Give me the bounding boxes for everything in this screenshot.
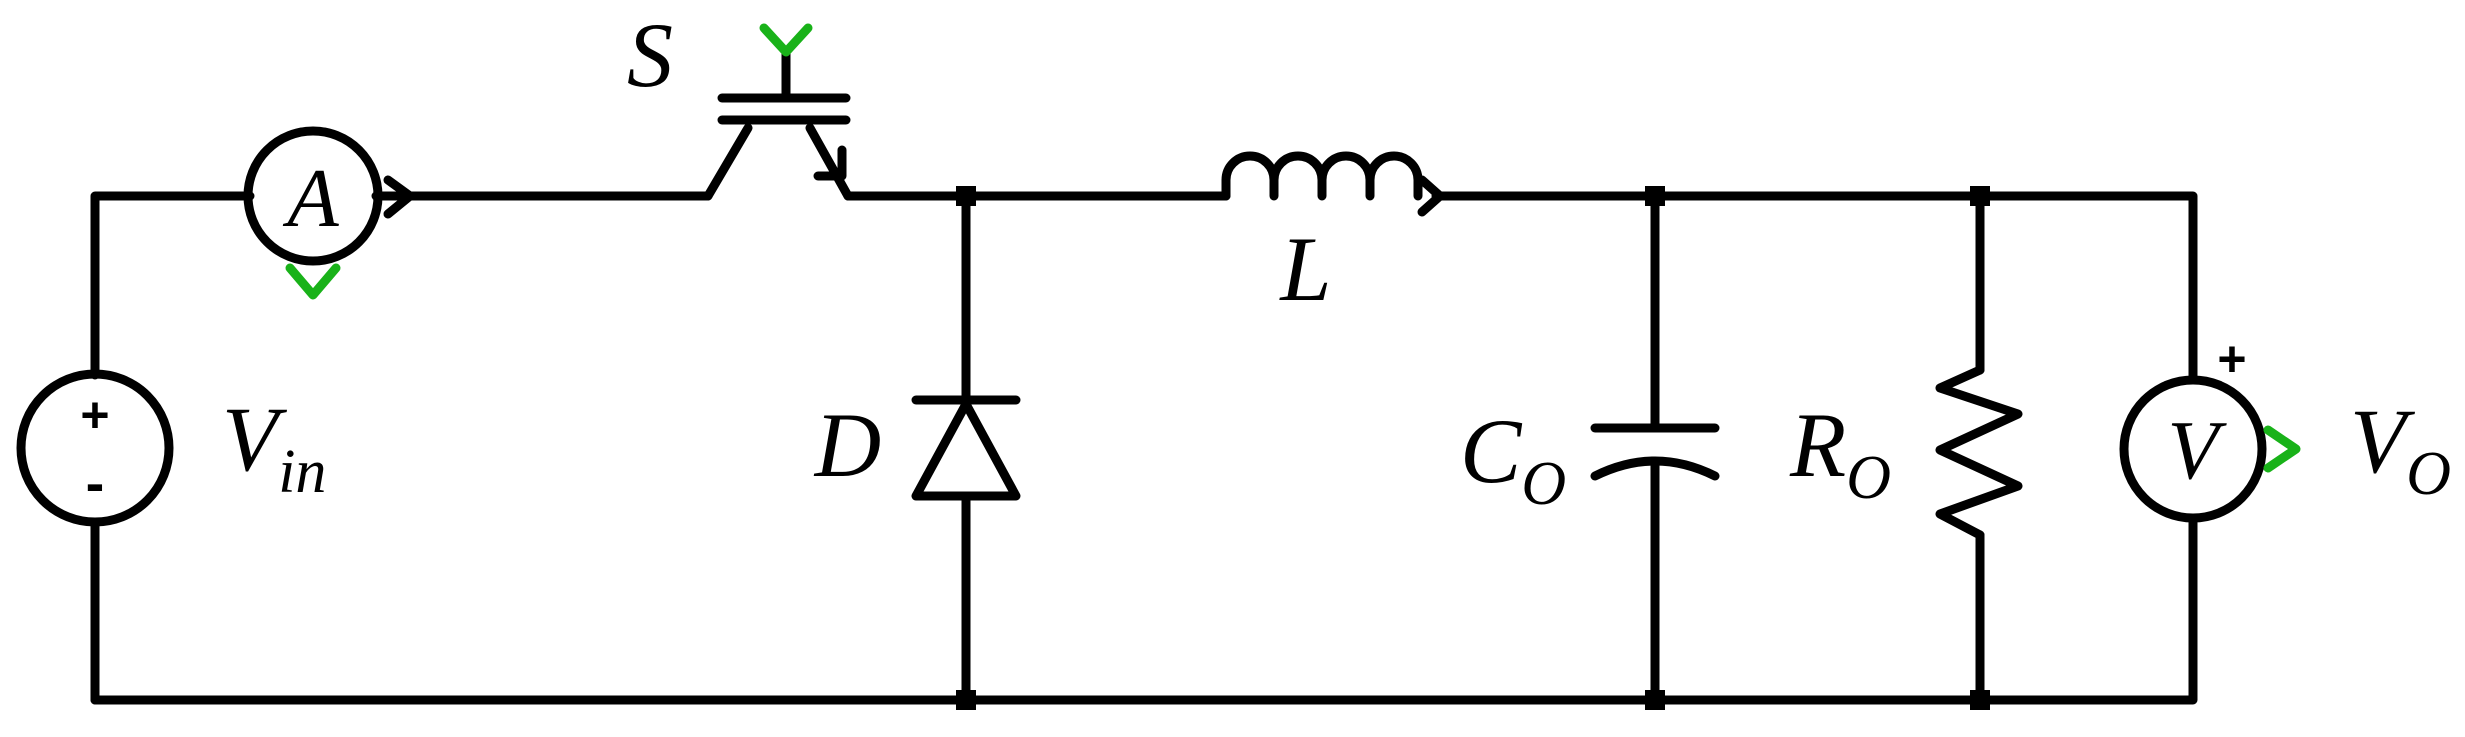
wire-inductor-right [1431,191,2198,385]
input-voltage-source: + - [16,369,174,527]
ammeter-symbol: A [282,152,339,245]
output-voltage-label: VO [2350,390,2451,508]
switch-emitter-arrow [813,145,847,181]
resistor-label-sub: O [1846,444,1891,512]
diode-triangle [911,399,1021,501]
voltmeter-output-flag [2263,425,2301,473]
inductor-current-arrow [1417,175,1445,217]
voltmeter: V + [2119,331,2301,523]
capacitor-label-sub: O [1521,450,1566,518]
switch-gate-flag [759,23,813,57]
junctions [956,186,1990,710]
inductor-coil [1221,151,1423,201]
capacitor-plate-curved [1590,456,1720,481]
source-circle [16,369,174,527]
junction-capacitor-top [1645,186,1665,206]
wire-left-top [90,191,255,380]
diode-d [911,395,1021,501]
junction-capacitor-bottom [1645,690,1665,710]
input-voltage-sub: in [278,438,326,506]
capacitor-label: CO [1460,400,1566,518]
output-voltage-main: V [2350,390,2416,492]
source-plus-sign: + [80,387,109,443]
resistor-zigzag [1935,365,2023,540]
switch-label: S [627,4,673,106]
inductor-l [1221,151,1445,217]
voltmeter-plus-sign: + [2217,331,2246,387]
switch-emitter [805,123,853,201]
junction-resistor-bottom [1970,690,1990,710]
junction-diode-bottom [956,690,976,710]
ammeter: A [243,126,415,300]
diode-label: D [813,394,881,496]
resistor-ro [1935,365,2023,540]
junction-diode-top [956,186,976,206]
source-minus-sign: - [86,451,105,514]
switch-collector [703,123,753,201]
capacitor-co [1590,423,1720,481]
ammeter-output-flag [285,263,341,300]
wires [90,191,2198,705]
capacitor-label-main: C [1460,400,1523,502]
switch-s [703,23,853,201]
inductor-label: L [1278,218,1331,320]
ammeter-current-arrow [383,175,415,219]
ammeter-circle [243,126,383,266]
junction-resistor-top [1970,186,1990,206]
wire-bottom-rail [90,513,2198,705]
resistor-label-main: R [1789,394,1846,496]
input-voltage-main: V [222,388,288,490]
resistor-label: RO [1789,394,1891,512]
voltmeter-circle [2119,375,2267,523]
voltmeter-symbol: V [2167,404,2227,497]
input-voltage-label: Vin [222,388,326,506]
output-voltage-sub: O [2406,440,2451,508]
